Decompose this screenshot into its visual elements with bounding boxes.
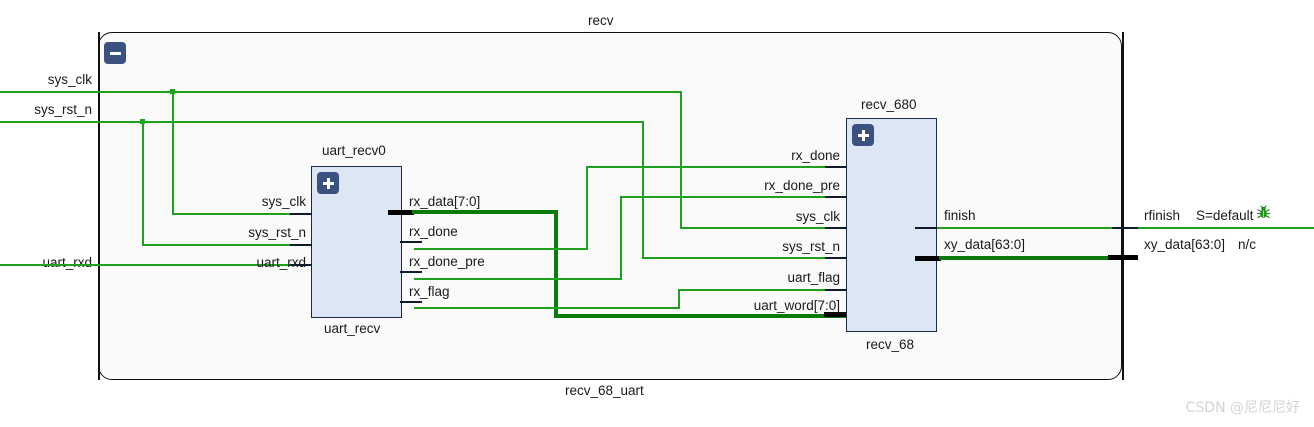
bus-rx-data-v [554,210,558,318]
footer-module-label: recv_68_uart [565,383,644,398]
wire-sys-clk-to-recv680 [680,227,847,229]
port-label-uart-rxd: uart_rxd [42,255,92,270]
port-annotation-rfinish: S=default [1196,208,1254,223]
wire-rx-flag-h1 [414,307,679,309]
pin-stub-uart-recv0-sys-rst-n [290,244,312,246]
pin-stub-uart-recv0-sys-clk [290,213,312,215]
plus-glyph-v [861,129,865,141]
port-label-xy-data: xy_data[63:0] [1144,237,1226,252]
block-recv-680[interactable] [846,118,937,332]
wire-rx-done-pre-v [620,196,622,280]
pin-stub-recv680-sys-rst-n [825,257,847,259]
pin-label-recv680-rx-done-pre: rx_done_pre [764,178,840,193]
pin-label-uart-recv0-rx-done-pre: rx_done_pre [409,254,485,269]
pin-stub-rx-done-pre [400,271,422,273]
page-title: recv [588,13,614,28]
wire-rx-flag-v [678,289,680,309]
port-label-sys-rst-n: sys_rst_n [34,102,92,117]
bus-stub-recv680-xy-data [915,256,941,261]
port-annotation-xy-data: n/c [1238,237,1257,252]
minus-glyph [109,51,121,55]
watermark: CSDN @尼尼尼好 [1185,400,1300,416]
port-stub-rfinish [1112,227,1138,229]
pin-label-uart-recv0-uart-rxd: uart_rxd [256,255,306,270]
wire-uart-rxd [0,264,312,266]
pin-label-recv680-sys-clk: sys_clk [795,209,840,224]
wire-sys-clk-drop-recv680 [680,91,682,228]
wire-rx-done-v [586,166,588,250]
left-port-boundary [98,32,100,380]
pin-stub-recv680-finish [915,227,937,229]
port-label-sys-clk: sys_clk [47,72,92,87]
wire-sys-rst-n-to-recv680 [642,257,847,259]
block-module-label-recv-68: recv_68 [866,337,915,352]
block-instance-label-uart-recv0: uart_recv0 [322,143,386,158]
bus-rx-data-h2 [554,314,854,318]
plus-glyph-v [326,177,330,189]
pin-label-uart-recv0-rx-flag: rx_flag [409,284,450,299]
wire-rx-flag-h2 [678,289,847,291]
wire-sys-rst-n-main [0,121,643,123]
pin-label-recv680-uart-word: uart_word[7:0] [753,298,840,313]
port-label-rfinish: rfinish [1144,208,1181,223]
wire-sys-rst-n-drop-uartrecv [142,121,144,245]
pin-stub-recv680-uart-flag [825,289,847,291]
wire-sys-clk-drop-uartrecv [172,91,174,214]
pin-label-uart-recv0-sys-rst-n: sys_rst_n [248,225,306,240]
right-port-boundary [1122,32,1124,380]
pin-label-recv680-xy-data: xy_data[63:0] [944,237,1026,252]
pin-stub-recv680-sys-clk [825,227,847,229]
pin-stub-recv680-rx-done-pre [825,196,847,198]
wire-sys-clk-to-uartrecv [172,213,312,215]
pin-stub-rx-done [400,241,422,243]
wire-rx-done-pre-h1 [414,278,622,280]
pin-label-uart-recv0-sys-clk: sys_clk [261,194,306,209]
wire-rx-done-pre-h2 [620,196,847,198]
pin-stub-uart-recv0-uart-rxd [290,264,312,266]
junction-sys-rst-n [140,119,145,124]
pin-label-recv680-sys-rst-n: sys_rst_n [782,239,840,254]
bus-stub-uart-word [824,312,850,317]
junction-sys-clk [170,89,175,94]
recv-module-container[interactable] [98,32,1122,380]
bug-icon[interactable] [1256,205,1271,220]
pin-label-uart-recv0-rx-data: rx_data[7:0] [409,194,481,209]
pin-label-recv680-uart-flag: uart_flag [787,270,840,285]
pin-label-recv680-finish: finish [944,208,976,223]
wire-rx-done-h1 [414,248,587,250]
expand-plus-badge-recv-680[interactable] [852,124,874,146]
pin-label-uart-recv0-rx-done: rx_done [409,224,458,239]
block-instance-label-recv-680: recv_680 [861,97,917,112]
bus-xy-data [939,256,1114,260]
expand-plus-badge-uart-recv0[interactable] [317,172,339,194]
bus-rx-data-h1 [412,210,558,214]
wire-rx-done-h2 [586,166,847,168]
block-module-label-uart-recv: uart_recv [324,321,381,336]
wire-sys-clk-main [0,91,681,93]
pin-label-recv680-rx-done: rx_done [791,148,840,163]
wire-sys-rst-n-drop-recv680 [642,121,644,258]
pin-stub-rx-flag [400,301,422,303]
pin-stub-recv680-rx-done [825,166,847,168]
bus-stub-rx-data [388,210,414,215]
collapse-minus-badge[interactable] [104,42,126,64]
wire-sys-rst-n-to-uartrecv [142,244,312,246]
